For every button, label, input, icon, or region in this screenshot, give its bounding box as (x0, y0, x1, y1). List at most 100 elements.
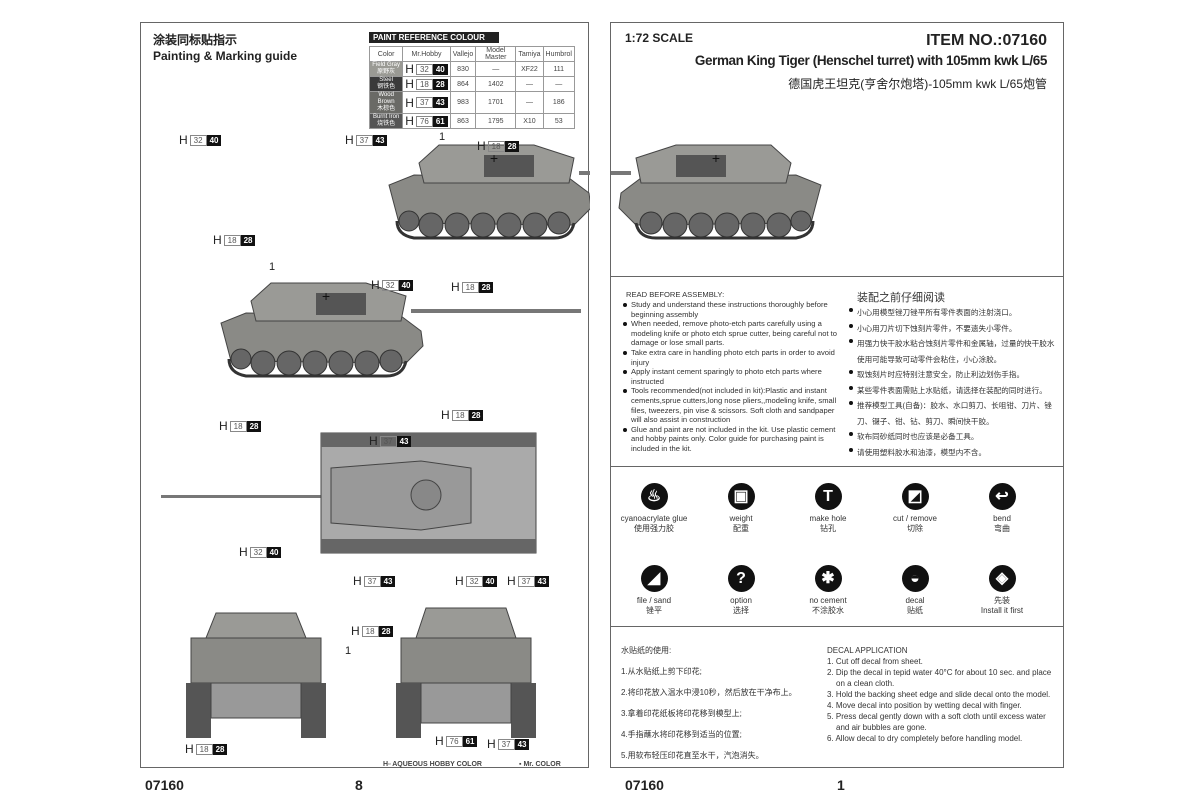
aqueous-code: 32 (249, 546, 267, 558)
decal-step-en: 4. Move decal into position by wetting d… (827, 701, 1022, 710)
decal-number: 1 (269, 261, 276, 273)
h-prefix: H (405, 95, 414, 110)
h-prefix: H (455, 574, 464, 588)
mr-color-code: 28 (212, 743, 228, 755)
instruction-item-zh: 用强力快干胶水粘合蚀刻片零件和金属轴，过量的快干胶水使用可能导致可动零件会粘住，… (847, 336, 1059, 367)
decal-zh-heading: 水贴纸的使用: (621, 646, 672, 655)
item-number: ITEM NO.:07160 (926, 32, 1047, 49)
decal-en-heading: DECAL APPLICATION (827, 646, 908, 655)
instruction-item-zh: 小心用刀片切下蚀刻片零件，不要遗失小零件。 (847, 321, 1059, 337)
legend-aqueous: H▫ AQUEOUS HOBBY COLOR (383, 761, 482, 768)
read-before-zh-heading: 装配之前仔细阅读 (857, 291, 945, 304)
mr-color-code: 43 (534, 575, 550, 587)
divider (611, 466, 1063, 467)
tank-side-view-left (387, 143, 590, 240)
h-prefix: H (369, 434, 378, 448)
instruction-item: Study and understand these instructions … (621, 300, 843, 319)
h-prefix: H (441, 408, 450, 422)
icon-label-en: cut / remove (892, 514, 937, 523)
color-name-zh: 钢铁色 (377, 84, 396, 90)
decal-step-zh: 3.拿着印花纸板将印花移到模型上; (621, 709, 742, 718)
paint-reference-table: PAINT REFERENCE COLOUR Color Mr.Hobby Va… (368, 32, 576, 129)
decal-number: 1 (345, 645, 352, 657)
decal-number: 1 (439, 131, 446, 143)
h-prefix: H (239, 545, 248, 559)
mr-color-code: 61 (462, 735, 478, 747)
aqueous-code: 37 (415, 97, 433, 108)
aqueous-code: 32 (381, 279, 399, 291)
icon-label-en: bend (993, 514, 1011, 523)
humbrol-code: 53 (542, 113, 576, 129)
icon-label-zh: 不涂胶水 (812, 606, 844, 615)
h-prefix: H (353, 574, 362, 588)
drill-icon: T (814, 483, 842, 510)
icon-label-zh: 弯曲 (994, 524, 1010, 533)
aqueous-code: 18 (487, 140, 505, 152)
icon-label-en: cyanoacrylate glue (620, 514, 688, 523)
h-prefix: H (219, 419, 228, 433)
aqueous-code: 32 (465, 575, 483, 587)
icon-label-en: no cement (809, 596, 847, 605)
humbrol-code: 111 (542, 61, 576, 77)
instruction-item: When needed, remove photo-etch parts car… (621, 319, 843, 348)
bend-icon: ↩ (988, 483, 1016, 510)
icon-label-zh: 钻孔 (820, 524, 836, 533)
mr-color-code: 28 (432, 78, 448, 90)
icon-label-en: file / sand (636, 596, 672, 605)
title-en: Painting & Marking guide (153, 49, 298, 63)
painting-guide-page: 涂装同标贴指示 Painting & Marking guide PAINT R… (140, 22, 590, 768)
mr-color-code: 28 (240, 234, 256, 246)
icon-label-zh: 锉平 (646, 606, 662, 615)
h-prefix: H (435, 734, 444, 748)
glue-icon: ♨ (640, 483, 668, 510)
instruction-item: Take extra care in handling photo etch p… (621, 348, 843, 367)
aqueous-code: 18 (451, 409, 469, 421)
aqueous-code: 18 (361, 625, 379, 637)
footer-item-right: 07160 (625, 777, 664, 793)
aqueous-code: 18 (195, 743, 213, 755)
mr-color-code: 40 (432, 63, 448, 75)
decal-zh: 水贴纸的使用: 1.从水贴纸上剪下印花;2.将印花放入温水中浸10秒，然后放在干… (621, 645, 821, 771)
instruction-item-zh: 取蚀刻片时应特别注意安全，防止利边划伤手指。 (847, 367, 1059, 383)
aqueous-code: 37 (379, 435, 397, 447)
h-prefix: H (179, 133, 188, 147)
decal-step-en: 5. Press decal gently down with a soft c… (827, 712, 1046, 732)
question-icon: ? (727, 565, 755, 592)
read-before-zh: 装配之前仔细阅读 小心用模型锉刀锉平所有零件表面的注射浇口。小心用刀片切下蚀刻片… (847, 289, 1059, 460)
icon-label-en: decal (905, 596, 925, 605)
aqueous-code: 32 (415, 63, 433, 75)
h-prefix: H (213, 233, 222, 247)
aqueous-code: 37 (355, 134, 373, 146)
aqueous-code: 18 (415, 78, 433, 90)
tank-side-view-right (219, 281, 583, 378)
h-prefix: H (345, 133, 354, 147)
aqueous-code: 37 (363, 575, 381, 587)
instruction-item-zh: 小心用模型锉刀锉平所有零件表面的注射浇口。 (847, 305, 1059, 321)
mr-color-code: 40 (398, 279, 414, 291)
mr-color-code: 40 (482, 575, 498, 587)
mr-color-code: 43 (514, 738, 530, 750)
aqueous-code: 32 (189, 134, 207, 146)
aqueous-code: 76 (445, 735, 463, 747)
mr-color-code: 28 (246, 420, 262, 432)
box-art-tank (611, 143, 823, 240)
